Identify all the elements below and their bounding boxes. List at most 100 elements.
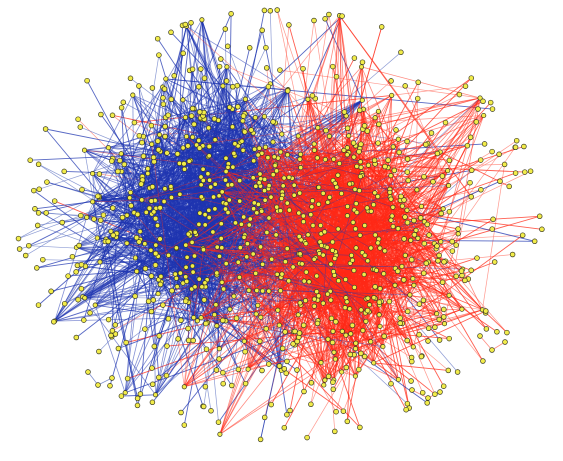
graph-node bbox=[441, 314, 447, 320]
graph-edge bbox=[92, 177, 285, 203]
graph-edge bbox=[258, 204, 425, 223]
graph-node bbox=[339, 13, 345, 19]
graph-node bbox=[155, 291, 161, 297]
graph-node bbox=[219, 245, 225, 251]
graph-node bbox=[51, 319, 57, 325]
graph-node bbox=[423, 260, 430, 267]
graph-node bbox=[92, 302, 98, 308]
graph-node bbox=[115, 168, 121, 175]
graph-node bbox=[156, 333, 162, 339]
graph-node bbox=[411, 282, 417, 288]
graph-edge bbox=[200, 282, 223, 318]
graph-node bbox=[85, 369, 91, 375]
graph-node bbox=[109, 112, 116, 119]
graph-node bbox=[175, 336, 181, 342]
graph-edge bbox=[409, 221, 425, 295]
graph-node bbox=[200, 247, 207, 253]
graph-node bbox=[258, 176, 264, 182]
graph-node bbox=[118, 393, 125, 399]
graph-edge bbox=[140, 231, 354, 271]
graph-edge bbox=[192, 265, 402, 267]
graph-node bbox=[162, 123, 168, 130]
graph-edge bbox=[216, 225, 314, 274]
graph-node bbox=[468, 167, 475, 174]
graph-node bbox=[150, 297, 157, 303]
graph-edge bbox=[260, 274, 335, 318]
graph-node bbox=[214, 270, 220, 276]
graph-node bbox=[344, 152, 350, 158]
graph-node bbox=[119, 214, 126, 221]
graph-node bbox=[78, 261, 85, 268]
graph-node bbox=[240, 113, 247, 119]
graph-node bbox=[311, 147, 317, 153]
graph-node bbox=[311, 296, 317, 302]
graph-edge bbox=[82, 296, 156, 396]
graph-node bbox=[318, 360, 324, 366]
graph-edge bbox=[193, 108, 336, 360]
graph-edge bbox=[187, 248, 288, 258]
graph-edge bbox=[367, 260, 437, 315]
graph-node bbox=[402, 214, 408, 220]
graph-node bbox=[196, 137, 202, 144]
graph-edge bbox=[362, 97, 481, 130]
graph-node bbox=[224, 43, 231, 50]
graph-node bbox=[189, 66, 196, 73]
graph-node bbox=[190, 134, 196, 140]
graph-node bbox=[220, 380, 226, 387]
graph-edge bbox=[108, 147, 262, 154]
graph-node bbox=[186, 158, 192, 164]
graph-edge bbox=[174, 235, 191, 275]
graph-node bbox=[65, 273, 71, 279]
graph-edge bbox=[365, 208, 444, 314]
graph-edge bbox=[221, 238, 315, 300]
graph-node bbox=[223, 78, 230, 84]
graph-edge bbox=[239, 277, 280, 326]
graph-node bbox=[223, 261, 229, 267]
graph-node bbox=[456, 91, 463, 98]
graph-node bbox=[322, 229, 328, 235]
graph-edge bbox=[355, 285, 415, 344]
graph-node bbox=[123, 339, 129, 346]
graph-edge bbox=[361, 173, 375, 270]
graph-node bbox=[416, 331, 422, 338]
graph-edge bbox=[310, 214, 352, 334]
graph-edge bbox=[329, 197, 450, 296]
graph-edge bbox=[317, 299, 336, 360]
graph-node bbox=[270, 119, 276, 125]
graph-node bbox=[110, 205, 116, 211]
graph-node bbox=[240, 118, 246, 124]
graph-node bbox=[36, 186, 42, 192]
graph-node bbox=[182, 298, 189, 304]
graph-node bbox=[283, 370, 289, 376]
graph-node bbox=[430, 179, 436, 185]
graph-node bbox=[375, 108, 381, 114]
graph-node bbox=[42, 126, 49, 132]
graph-edge bbox=[221, 223, 310, 283]
graph-node bbox=[322, 16, 328, 22]
graph-node bbox=[79, 186, 85, 193]
graph-node bbox=[362, 222, 368, 229]
graph-node bbox=[15, 235, 22, 242]
graph-node bbox=[368, 245, 374, 251]
graph-node bbox=[257, 338, 263, 345]
graph-node bbox=[300, 322, 307, 329]
graph-node bbox=[332, 428, 338, 435]
graph-edge bbox=[170, 183, 216, 187]
graph-node bbox=[358, 164, 364, 170]
graph-node bbox=[468, 75, 475, 81]
graph-node bbox=[142, 241, 148, 247]
graph-node bbox=[324, 244, 330, 250]
graph-node bbox=[61, 168, 67, 175]
graph-node bbox=[225, 164, 231, 170]
graph-node bbox=[188, 20, 194, 26]
graph-node bbox=[78, 212, 84, 219]
graph-node bbox=[356, 107, 363, 114]
graph-node bbox=[252, 146, 258, 152]
graph-node bbox=[294, 338, 300, 345]
graph-edge bbox=[292, 343, 356, 377]
graph-node bbox=[361, 271, 367, 278]
graph-edge bbox=[286, 193, 301, 249]
graph-edge bbox=[177, 286, 410, 296]
graph-node bbox=[446, 335, 452, 342]
graph-node bbox=[322, 377, 328, 383]
